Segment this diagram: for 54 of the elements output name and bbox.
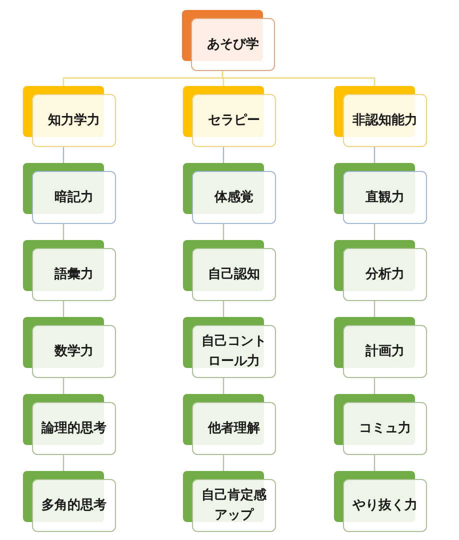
stacked-card [183, 86, 276, 147]
stacked-card [183, 163, 276, 224]
node-label: 計画力 [366, 342, 404, 360]
connector-line [62, 224, 64, 240]
connector-line [62, 455, 64, 471]
connector-line [374, 147, 376, 163]
node-label: やり抜く力 [352, 496, 418, 514]
node-label: 自己認知 [208, 266, 260, 284]
stacked-card [23, 394, 116, 455]
node-label: 分析力 [366, 266, 404, 284]
node-label: 自己肯定感アップ [200, 486, 268, 524]
node-label: 数学力 [54, 342, 94, 360]
node-label: セラピー [208, 112, 260, 130]
node-label: 直観力 [366, 188, 404, 206]
stacked-card [334, 86, 427, 147]
stacked-card [183, 240, 276, 301]
node-label: 知力学力 [48, 112, 100, 130]
connector-line [222, 71, 376, 86]
node-label: 多角的思考 [42, 496, 106, 514]
stacked-card [183, 317, 276, 378]
connector-line [222, 455, 224, 471]
node-label: 暗記力 [54, 188, 94, 206]
node-label: 非認知能力 [352, 112, 418, 130]
connector-line [374, 224, 376, 240]
connector-line [374, 455, 376, 471]
stacked-card [334, 394, 427, 455]
stacked-card [334, 163, 427, 224]
connector-line [374, 378, 376, 394]
node-label: 他者理解 [208, 420, 260, 438]
connector-line [62, 301, 64, 317]
stacked-card [334, 471, 427, 532]
connector-line [222, 378, 224, 394]
node-label: 自己コントロール力 [200, 332, 268, 370]
node-label: あそび学 [207, 36, 259, 54]
node-label: 論理的思考 [42, 420, 106, 438]
stacked-card [182, 10, 275, 71]
connector-line [62, 147, 64, 163]
stacked-card [23, 317, 116, 378]
node-label: 語彙力 [54, 266, 94, 284]
stacked-card [23, 163, 116, 224]
connector-line [374, 301, 376, 317]
stacked-card [183, 471, 276, 532]
connector-line [222, 301, 224, 317]
stacked-card [23, 86, 116, 147]
stacked-card [334, 317, 427, 378]
connector-line [62, 378, 64, 394]
stacked-card [334, 240, 427, 301]
connector-line [222, 224, 224, 240]
node-label: コミュ力 [359, 420, 411, 438]
stacked-card [23, 240, 116, 301]
stacked-card [183, 394, 276, 455]
stacked-card [23, 471, 116, 532]
node-label: 体感覚 [214, 188, 254, 206]
connector-line [222, 147, 224, 163]
